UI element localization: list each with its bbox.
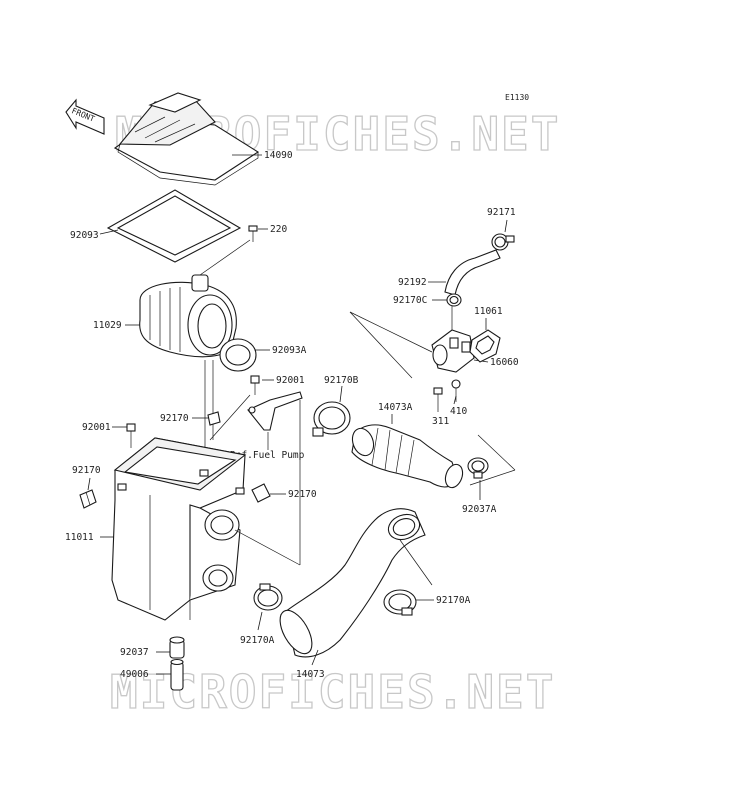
drain-tube-49006: [170, 658, 184, 691]
label-92093: 92093: [70, 230, 99, 241]
clamp-92171: [491, 233, 515, 251]
gasket-11061: [469, 329, 501, 363]
label-220: 220: [270, 224, 287, 235]
air-cleaner-cover: [113, 92, 260, 186]
label-11061: 11061: [474, 306, 503, 317]
intake-duct-14073: [279, 508, 426, 658]
gasket: [106, 189, 242, 263]
clip-92170-right: [251, 483, 271, 503]
clamp-92037a: [467, 457, 489, 479]
label-14073a: 14073A: [378, 402, 413, 413]
label-92170b: 92170B: [324, 375, 359, 386]
label-92093a: 92093A: [272, 345, 307, 356]
label-92192: 92192: [398, 277, 427, 288]
label-92170-left: 92170: [72, 465, 101, 476]
label-92037: 92037: [120, 647, 149, 658]
label-11011: 11011: [65, 532, 94, 543]
clip-92170-upper: [207, 411, 221, 426]
clamp-92170a-right: [383, 589, 417, 616]
sleeve-92037: [169, 636, 185, 659]
label-16060: 16060: [490, 357, 519, 368]
label-92037a: 92037A: [462, 504, 497, 515]
label-311: 311: [432, 416, 449, 427]
boot-14073a: [351, 424, 464, 489]
label-14073: 14073: [296, 669, 325, 680]
label-92001-upper: 92001: [276, 375, 305, 386]
screw-220: [248, 225, 258, 242]
clamp-92170c: [446, 293, 462, 307]
label-49006: 49006: [120, 669, 149, 680]
breather-hose-92192: [444, 249, 501, 296]
label-92171: 92171: [487, 207, 516, 218]
label-92170c: 92170C: [393, 295, 427, 306]
bolt-311: [433, 387, 443, 412]
ring-92093a: [219, 338, 257, 372]
label-92170a-right: 92170A: [436, 595, 471, 606]
label-92170-right: 92170: [288, 489, 317, 500]
clamp-92170a-lower-left: [253, 583, 283, 611]
washer-410: [451, 379, 461, 402]
bolt-92001-left: [126, 423, 136, 448]
front-arrow-icon: FRONT: [65, 98, 105, 135]
bracket: [247, 391, 303, 431]
clip-92170-left: [79, 489, 97, 509]
label-92170-upper: 92170: [160, 413, 189, 424]
air-filter-element: [139, 274, 237, 358]
breather-housing-16060: [431, 329, 475, 373]
air-cleaner-housing: [111, 437, 247, 621]
clamp-92170b: [312, 401, 351, 437]
ref-fuel-pump-note: Ref.Fuel Pump: [230, 450, 305, 461]
label-11029: 11029: [93, 320, 122, 331]
label-410: 410: [450, 406, 467, 417]
label-92170a-lower-left: 92170A: [240, 635, 275, 646]
diagram-code: E1130: [505, 93, 529, 102]
label-92001-left: 92001: [82, 422, 111, 433]
label-14090: 14090: [264, 150, 293, 161]
bolt-92001-upper: [250, 375, 260, 395]
